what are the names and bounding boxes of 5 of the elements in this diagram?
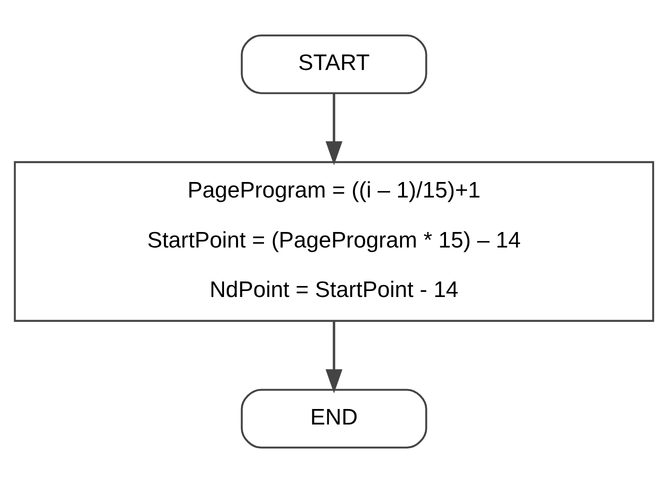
node-box: START	[240, 34, 428, 94]
node-box: PageProgram = ((i – 1)/15)+1 StartPoint = (PageProgram * 15) – 14 NdPoint = StartPoint - 14	[14, 160, 654, 322]
node-box: END	[240, 388, 428, 448]
arrow	[326, 320, 342, 393]
arrow	[326, 93, 342, 165]
